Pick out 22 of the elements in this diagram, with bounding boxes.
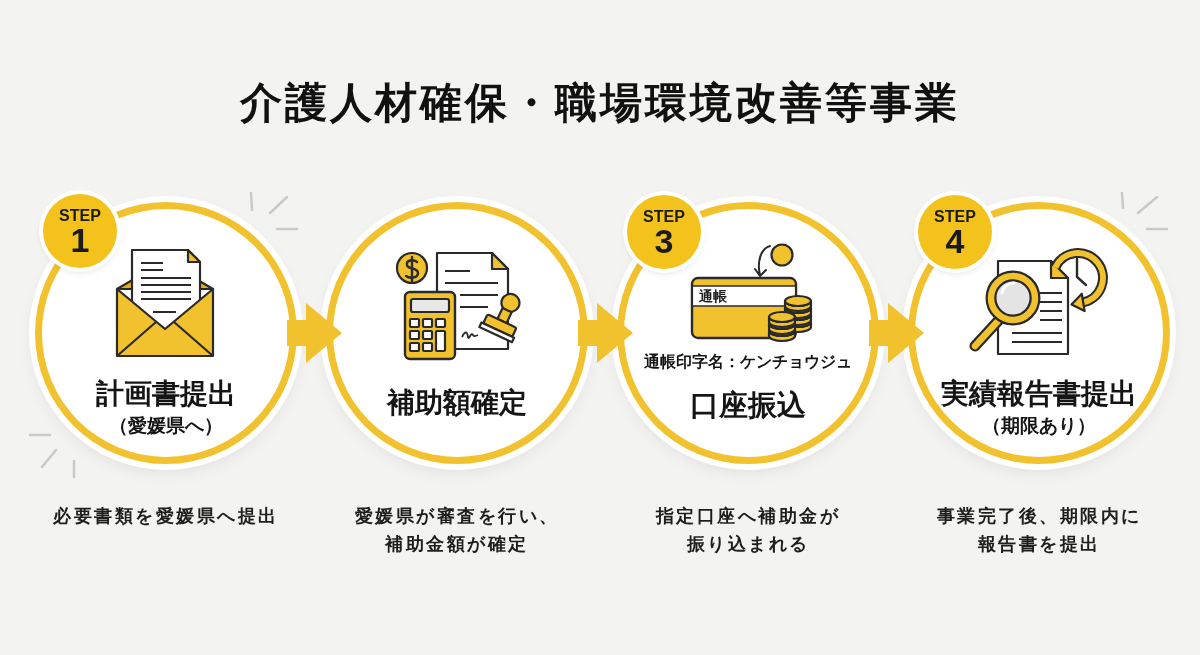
step-number: 3 bbox=[654, 224, 674, 257]
step-subtitle: （期限あり） bbox=[982, 413, 1096, 437]
step-number: 4 bbox=[945, 224, 965, 257]
step-title: 口座振込 bbox=[690, 387, 806, 423]
diagram-title: 介護人材確保・職場環境改善等事業 bbox=[240, 77, 960, 129]
step-number: 1 bbox=[70, 223, 90, 256]
account-name-note: 通帳印字名：ケンチョウジュ bbox=[644, 352, 852, 372]
step-description: 事業完了後、期限内に報告書を提出 bbox=[935, 504, 1143, 556]
step-title: 補助額確定 bbox=[387, 384, 527, 420]
step-description: 指定口座へ補助金が振り込まれる bbox=[654, 504, 842, 556]
step-description: 愛媛県が審査を行い、補助金額が確定 bbox=[353, 504, 561, 556]
step-title: 実績報告書提出 bbox=[941, 375, 1137, 411]
step-label: STEP bbox=[643, 207, 685, 225]
step-badge bbox=[43, 194, 117, 268]
step-badge bbox=[627, 195, 701, 269]
step-label: STEP bbox=[934, 207, 976, 225]
passbook-label: 通帳 bbox=[699, 287, 727, 305]
step-subtitle: （愛媛県へ） bbox=[109, 413, 223, 437]
step-description: 必要書類を愛媛県へ提出 bbox=[53, 504, 279, 528]
step-label: STEP bbox=[59, 206, 101, 224]
step-title: 計画書提出 bbox=[96, 375, 236, 411]
step-badge bbox=[918, 195, 992, 269]
